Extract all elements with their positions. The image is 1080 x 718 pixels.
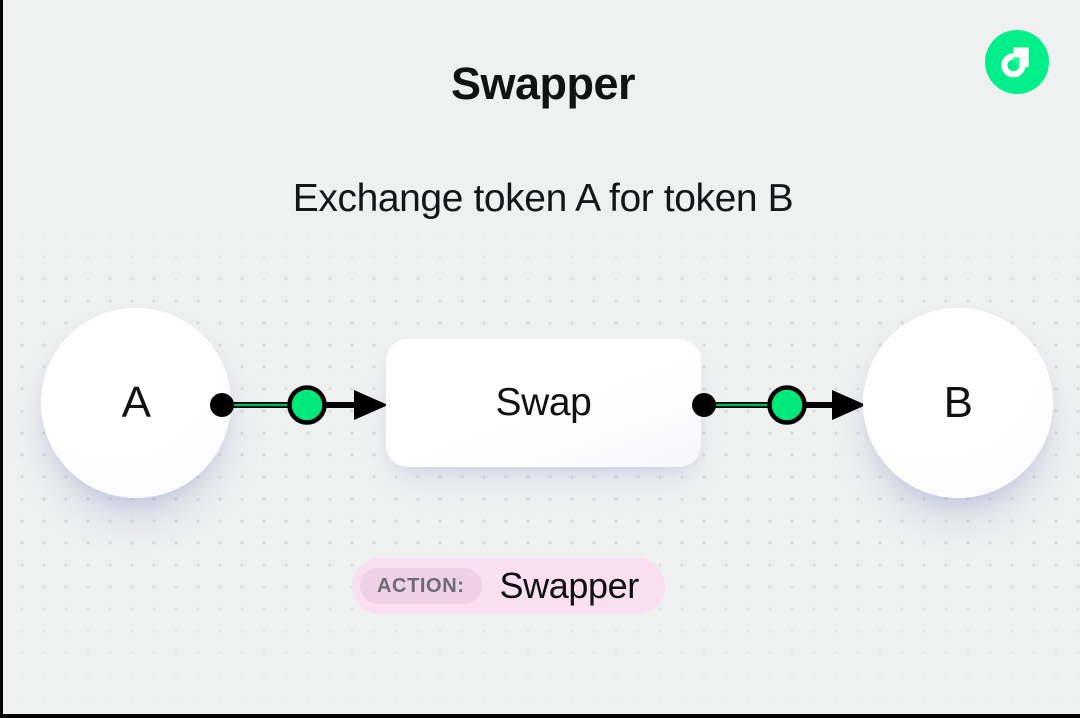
flow-diagram: A Swap B ACTION: Swapper: [3, 0, 1080, 714]
page-subtitle: Exchange token A for token B: [292, 177, 794, 220]
node-token-b-label: B: [943, 378, 973, 427]
connector-mid-dot: [287, 385, 327, 425]
connector-a-to-swap: [210, 385, 388, 425]
action-badge-key: ACTION:: [360, 568, 482, 604]
node-token-a[interactable]: A: [41, 308, 231, 498]
node-swap-label: Swap: [495, 381, 592, 424]
page-title: Swapper: [450, 58, 636, 109]
connector-swap-to-b: [692, 385, 866, 425]
node-token-a-label: A: [121, 378, 151, 427]
flow-logo[interactable]: [983, 28, 1051, 96]
action-badge: ACTION: Swapper: [352, 558, 665, 614]
node-swap[interactable]: Swap: [386, 339, 701, 467]
connector-source-dot: [210, 393, 234, 417]
node-token-b[interactable]: B: [863, 308, 1053, 498]
connector-mid-dot: [767, 385, 807, 425]
connector-source-dot: [692, 393, 716, 417]
action-badge-value: Swapper: [499, 565, 640, 606]
